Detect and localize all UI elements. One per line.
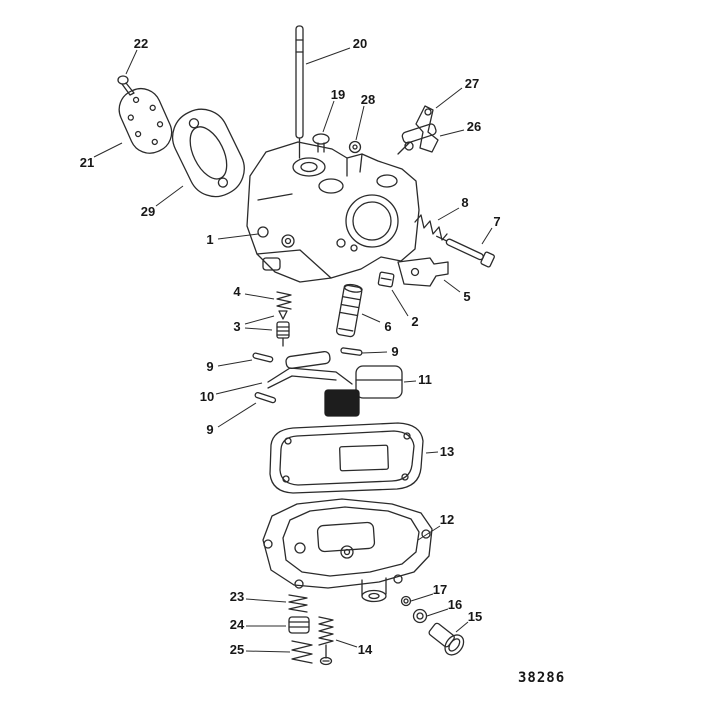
callout-leader-line — [215, 382, 263, 395]
part-13-bowl-gasket — [269, 422, 424, 494]
callout-leader-line — [443, 279, 461, 293]
callout-23: 23 — [230, 589, 244, 604]
part-20-rod — [295, 25, 304, 159]
part-1-carburetor-body — [246, 141, 420, 283]
callout-leader-line — [244, 327, 273, 331]
callout-leader-line — [125, 49, 138, 75]
callout-17: 17 — [433, 582, 447, 597]
callout-26: 26 — [467, 119, 481, 134]
callout-leader-line — [417, 525, 441, 541]
callout-25: 25 — [230, 642, 244, 657]
part-7-needle — [436, 235, 495, 268]
part-14-screw-spring — [318, 616, 334, 666]
callout-leader-line — [322, 100, 335, 133]
part-10-float-arm — [267, 350, 353, 389]
callout-3: 3 — [233, 319, 240, 334]
part-11-float — [324, 365, 403, 417]
part-21-plate — [118, 87, 173, 154]
part-22-screw — [117, 75, 135, 96]
callout-19: 19 — [331, 87, 345, 102]
callout-leader-line — [244, 315, 275, 325]
callout-10: 10 — [200, 389, 214, 404]
part-26-27-linkage — [397, 105, 439, 155]
part-9-pin-left — [252, 352, 274, 363]
callout-leader-line — [217, 233, 259, 240]
callout-leader-line — [355, 105, 365, 141]
callout-leader-line — [410, 593, 434, 602]
callout-leader-line — [435, 87, 463, 109]
callout-12: 12 — [440, 512, 454, 527]
part-15-plug — [428, 622, 465, 656]
callout-22: 22 — [134, 36, 148, 51]
callout-13: 13 — [440, 444, 454, 459]
part-19-cap — [312, 133, 330, 153]
part-9-pin-lower — [254, 392, 277, 404]
part-8-spring — [414, 214, 448, 241]
callout-28: 28 — [361, 92, 375, 107]
callout-7: 7 — [493, 214, 500, 229]
callout-14: 14 — [358, 642, 373, 657]
part-17-washer — [400, 595, 412, 607]
callout-leader-line — [361, 313, 381, 323]
callout-leader-line — [361, 351, 388, 354]
callout-16: 16 — [448, 597, 462, 612]
callout-leader-line — [425, 451, 439, 454]
callout-leader-line — [455, 621, 469, 633]
callout-20: 20 — [353, 36, 367, 51]
callout-11: 11 — [418, 372, 432, 387]
part-16-washer — [412, 608, 428, 624]
callout-leader-line — [335, 639, 358, 648]
callout-leader-line — [217, 402, 257, 428]
callout-29: 29 — [141, 204, 155, 219]
callout-leader-line — [93, 142, 123, 158]
part-25-spring — [291, 640, 313, 664]
callout-2: 2 — [411, 314, 418, 329]
part-3-needle-seat — [276, 310, 290, 347]
callout-5: 5 — [463, 289, 470, 304]
callout-8: 8 — [461, 195, 468, 210]
part-6-main-jet — [335, 283, 363, 338]
callout-24: 24 — [230, 617, 245, 632]
callout-leader-line — [245, 650, 291, 653]
callout-9: 9 — [206, 422, 213, 437]
part-12-float-bowl — [262, 498, 433, 603]
callout-leader-line — [481, 227, 493, 245]
callout-leader-line — [437, 207, 460, 221]
callout-leader-line — [305, 47, 351, 65]
part-9-pin-right — [340, 347, 363, 356]
callout-leader-line — [439, 129, 465, 137]
figure-part-number: 38286 — [518, 670, 566, 686]
callout-leader-line — [244, 293, 275, 300]
callout-9: 9 — [206, 359, 213, 374]
callout-leader-line — [403, 380, 417, 383]
callout-1: 1 — [206, 232, 213, 247]
callout-27: 27 — [465, 76, 479, 91]
callout-leader-line — [245, 598, 287, 603]
part-5-bracket — [397, 257, 449, 287]
callout-6: 6 — [384, 319, 391, 334]
part-2-plug — [377, 271, 395, 288]
callout-15: 15 — [468, 609, 482, 624]
callout-9: 9 — [391, 344, 398, 359]
part-28-ring — [348, 140, 362, 154]
callout-4: 4 — [233, 284, 241, 299]
part-24-plug — [288, 616, 310, 634]
part-23-spring — [288, 594, 308, 613]
callout-21: 21 — [80, 155, 94, 170]
callout-leader-line — [426, 608, 449, 617]
callout-leader-line — [391, 289, 409, 317]
part-29-gasket — [171, 108, 245, 198]
callout-leader-line — [217, 359, 253, 367]
callout-leader-line — [155, 185, 184, 207]
part-4-spring — [276, 291, 292, 310]
